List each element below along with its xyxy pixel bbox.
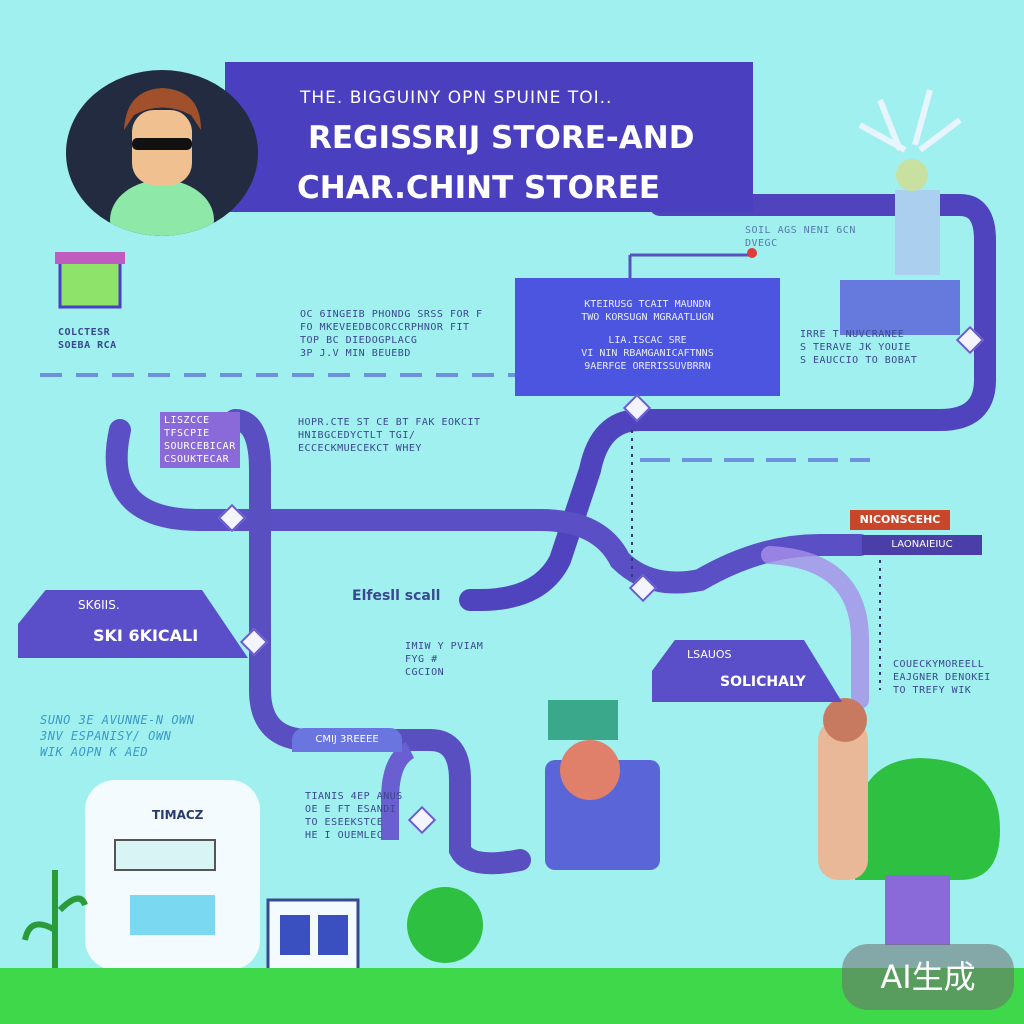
red-label: NICONSCEHC	[850, 510, 950, 530]
arrow-label-main: SKI 6KICALI	[93, 626, 199, 645]
handwritten-note: SUNO 3E AVUNNE-N OWN 3NV ESPANISY/ OWN W…	[40, 712, 195, 760]
note-line: FO MKEVEEDBCORCCRPHNOR FIT	[300, 322, 470, 333]
tree-icon	[852, 758, 1000, 880]
fridge-door-icon	[280, 915, 310, 955]
note-line: EAJGNER DENOKEI	[893, 672, 991, 683]
note-line: HE I OUEMLEC	[305, 830, 384, 841]
note-line: 3P J.V MIN BEUEBD	[300, 348, 411, 359]
middle-upper-note: OC 6INGEIB PHONDG SRSS FOR F FO MKEVEEDB…	[300, 308, 483, 360]
truck-window-icon	[114, 839, 216, 871]
truck-label: TIMACZ	[152, 808, 204, 822]
note-line: TO TREFY WIK	[893, 685, 972, 696]
bottom-card-title: CMIJ 3REEEE	[292, 728, 402, 752]
card-line: SOURCEBICAR	[164, 441, 236, 452]
left-card: LISZCCE TFSCPIE SOURCEBICAR CSOUKTECAR	[160, 412, 240, 468]
person-right-icon	[818, 720, 868, 880]
ai-generated-watermark: AI生成	[842, 944, 1014, 1010]
note-line: 3NV ESPANISY/ OWN	[40, 729, 172, 743]
avatar	[66, 70, 258, 236]
note-line: S EAUCCIO TO BOBAT	[800, 355, 918, 366]
shop-roof-icon	[55, 252, 125, 264]
box-line: 9AERFGE ORERISSUVBRRN	[584, 361, 711, 372]
note-line: SUNO 3E AVUNNE-N OWN	[40, 713, 195, 727]
route-path-bottom-loop	[381, 741, 415, 840]
box-line: TWO KORSUGN MGRAATLUGN	[581, 312, 714, 323]
tree-pot-icon	[885, 875, 950, 945]
person-head-icon	[823, 698, 867, 742]
title-banner	[225, 62, 753, 212]
statue-icon	[895, 190, 940, 275]
fridge-door-icon	[318, 915, 348, 955]
plant-icon	[22, 870, 88, 970]
arrow-label-main: SOLICHALY	[720, 674, 806, 690]
bottom-card-text: TIANIS 4EP ANUS OE E FT ESANDI TO ESEEKS…	[305, 790, 403, 842]
connector-dot	[747, 248, 757, 258]
route-path-right-loop	[761, 546, 869, 709]
note-line: IRRE T NUVCRANEE	[800, 329, 905, 340]
shrub-icon	[407, 887, 483, 963]
note-line: TO ESEEKSTCE	[305, 817, 384, 828]
caption-line: SOEBA RCA	[58, 340, 117, 351]
note-line: HNIBGCEDYCTLT TGI/	[298, 430, 416, 441]
box-line: LIA.ISCAC SRE	[608, 335, 687, 346]
solution-arrow-label: LSAUOS SOLICHALY	[652, 640, 842, 702]
note-line: ECCECKMUECEKCT WHEY	[298, 443, 422, 454]
right-top-caption: SOIL AGS NENI 6CN DVEGC	[745, 224, 856, 250]
caption-line: DVEGC	[745, 238, 778, 249]
produce-basket-icon	[560, 740, 620, 800]
center-info-box: KTEIRUSG TCAIT MAUNDN TWO KORSUGN MGRAAT…	[515, 278, 780, 396]
note-line: COUECKYMOREELL	[893, 659, 985, 670]
statue-head-icon	[896, 159, 928, 191]
caption-line: SOIL AGS NENI 6CN	[745, 225, 856, 236]
box-line: KTEIRUSG TCAIT MAUNDN	[584, 299, 711, 310]
person-with-sunglasses-icon	[110, 88, 214, 236]
note-line: TIANIS 4EP ANUS	[305, 791, 403, 802]
page-title-line1: REGISSRIJ STORE-AND	[308, 120, 695, 156]
middle-lower-note: HOPR.CTE ST CE BT FAK EOKCIT HNIBGCEDYCT…	[298, 416, 481, 455]
card-line: TFSCPIE	[164, 428, 210, 439]
right-notes: IRRE T NUVCRANEE S TERAVE JK YOUIE S EAU…	[800, 328, 917, 367]
arrow-label-top: LSAUOS	[687, 648, 732, 661]
note-line: WIK AOPN K AED	[40, 745, 149, 759]
note-line: FYG #	[405, 654, 438, 665]
caption-line: COLCTESR	[58, 327, 111, 338]
dark-label: LAONAIEIUC	[862, 535, 982, 555]
subtitle: THE. BIGGUINY OPN SPUINE TOI..	[300, 88, 613, 108]
center-small-text: IMIW Y PVIAM FYG # CGCION	[405, 640, 483, 679]
building-right-icon	[840, 280, 960, 335]
truck-counter-icon	[130, 895, 215, 935]
shop-caption: COLCTESR SOEBA RCA	[58, 326, 117, 352]
note-line: OC 6INGEIB PHONDG SRSS FOR F	[300, 309, 483, 320]
grocery-shelf-icon	[548, 700, 618, 740]
note-line: S TERAVE JK YOUIE	[800, 342, 911, 353]
note-line: IMIW Y PVIAM	[405, 641, 484, 652]
note-line: HOPR.CTE ST CE BT FAK EOKCIT	[298, 417, 481, 428]
page-title-line2: CHAR.CHINT STOREE	[297, 170, 661, 206]
route-path-upper	[459, 194, 996, 611]
shop-building-icon	[58, 260, 122, 309]
box-line: VI NIN RBAMGANICAFTNNS	[581, 348, 714, 359]
right-bottom-note: COUECKYMOREELL EAJGNER DENOKEI TO TREFY …	[893, 658, 991, 697]
arrow-label-top: SK6IIS.	[78, 598, 120, 612]
frost-tree-icon	[858, 89, 962, 153]
food-truck-icon	[85, 780, 260, 970]
card-line: CSOUKTECAR	[164, 454, 230, 465]
note-line: OE E FT ESANDI	[305, 804, 397, 815]
card-line: LISZCCE	[164, 415, 210, 426]
note-line: CGCION	[405, 667, 445, 678]
center-small-title: Elfesll scall	[352, 588, 441, 604]
route-path-middle	[105, 419, 871, 594]
note-line: TOP BC DIEDOGPLACG	[300, 335, 418, 346]
